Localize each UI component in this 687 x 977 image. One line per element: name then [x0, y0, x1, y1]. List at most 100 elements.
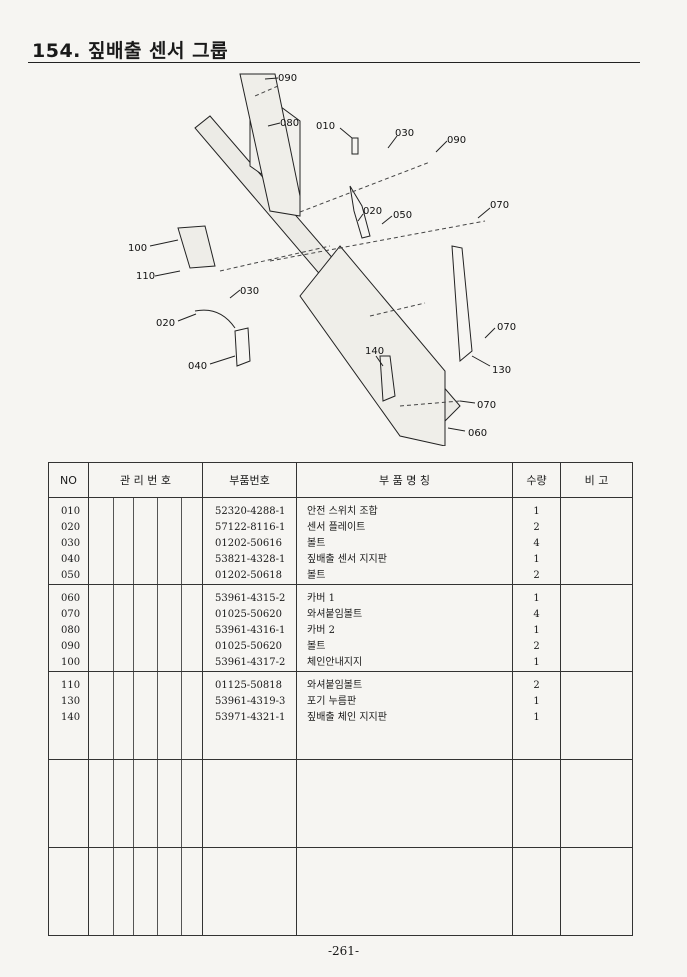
page-title: 154. 짚배출 센서 그룹: [32, 40, 229, 62]
callout-label: 060: [468, 428, 487, 439]
row-no: 070: [61, 609, 81, 620]
header-no: NO: [48, 462, 89, 498]
row-name: 짚배출 체인 지지판: [307, 712, 387, 723]
cell-no: [48, 847, 89, 936]
cell-part_no: [202, 759, 297, 848]
sub-column-divider: [181, 498, 182, 584]
header-quantity: 수량: [512, 462, 561, 498]
cell-remark: [560, 497, 633, 585]
sub-column-divider: [133, 760, 134, 847]
row-qty: 1: [533, 625, 540, 636]
row-part_no: 01025-50620: [215, 609, 283, 620]
sub-column-divider: [113, 498, 114, 584]
row-no: 020: [61, 522, 81, 533]
header-part-name: 부 품 명 칭: [296, 462, 513, 498]
cell-part_no: 01125-50818 53961-4319-3 53971-4321-1: [202, 671, 297, 760]
row-part_no: 01202-50616: [215, 538, 283, 549]
cell-no: 060 070 080 090 100: [48, 584, 89, 672]
row-qty: 1: [533, 712, 540, 723]
row-qty: 2: [533, 641, 540, 652]
row-qty: 1: [533, 506, 540, 517]
cell-part_no: [202, 847, 297, 936]
cell-remark: [560, 584, 633, 672]
cell-mgmt: [88, 497, 203, 585]
callout-label: 090: [447, 135, 466, 146]
row-part_no: 53821-4328-1: [215, 554, 286, 565]
row-no: 060: [61, 593, 81, 604]
title-rule: [28, 62, 640, 63]
row-qty: 2: [533, 570, 540, 581]
sub-column-divider: [157, 848, 158, 935]
row-qty: 1: [533, 657, 540, 668]
row-name: 체인안내지지: [307, 657, 363, 668]
row-qty: 1: [533, 554, 540, 565]
row-name: 와셔붙임볼트: [307, 680, 363, 691]
sub-column-divider: [157, 760, 158, 847]
sub-column-divider: [133, 498, 134, 584]
callout-label: 090: [278, 73, 297, 84]
row-part_no: 53961-4316-1: [215, 625, 286, 636]
row-qty: 2: [533, 680, 540, 691]
row-name: 짚배출 센서 지지판: [307, 554, 387, 565]
sub-column-divider: [181, 848, 182, 935]
cell-remark: [560, 847, 633, 936]
callout-label: 020: [156, 318, 175, 329]
row-no: 080: [61, 625, 81, 636]
page-number: -261-: [327, 944, 359, 958]
callout-label: 130: [492, 365, 511, 376]
row-no: 050: [61, 570, 81, 581]
cell-mgmt: [88, 759, 203, 848]
table-header-row: NO 관 리 번 호 부품번호 부 품 명 칭 수량 비 고: [48, 462, 633, 498]
row-part_no: 01202-50618: [215, 570, 283, 581]
row-part_no: 53961-4319-3: [215, 696, 286, 707]
sub-column-divider: [157, 498, 158, 584]
row-part_no: 52320-4288-1: [215, 506, 286, 517]
row-part_no: 53961-4317-2: [215, 657, 286, 668]
row-no: 030: [61, 538, 81, 549]
row-no: 040: [61, 554, 81, 565]
sub-column-divider: [181, 672, 182, 759]
callout-label: 030: [240, 286, 259, 297]
row-name: 포기 누름판: [307, 696, 357, 707]
row-name: 볼트: [307, 538, 326, 549]
row-no: 110: [61, 680, 81, 691]
cell-mgmt: [88, 584, 203, 672]
cell-remark: [560, 759, 633, 848]
callout-label: 070: [477, 400, 496, 411]
cell-name: [296, 847, 513, 936]
row-part_no: 57122-8116-1: [215, 522, 286, 533]
cell-qty: [512, 759, 561, 848]
cell-mgmt: [88, 847, 203, 936]
cell-name: [296, 759, 513, 848]
table-row-group: [48, 759, 633, 848]
row-name: 안전 스위치 조합: [307, 506, 378, 517]
row-name: 볼트: [307, 570, 326, 581]
row-name: 카버 2: [307, 625, 335, 636]
row-part_no: 53971-4321-1: [215, 712, 286, 723]
callout-label: 050: [393, 210, 412, 221]
exploded-parts-diagram: 090 080 010 030 090 020 050 070 100 110 …: [128, 73, 516, 446]
row-part_no: 01125-50818: [215, 680, 283, 691]
row-no: 090: [61, 641, 81, 652]
callout-label: 080: [280, 118, 299, 129]
row-part_no: 53961-4315-2: [215, 593, 286, 604]
row-qty: 1: [533, 593, 540, 604]
sub-column-divider: [157, 585, 158, 671]
sub-column-divider: [133, 848, 134, 935]
sub-column-divider: [157, 672, 158, 759]
row-no: 100: [61, 657, 81, 668]
sub-column-divider: [133, 585, 134, 671]
row-qty: 2: [533, 522, 540, 533]
row-name: 카버 1: [307, 593, 335, 604]
